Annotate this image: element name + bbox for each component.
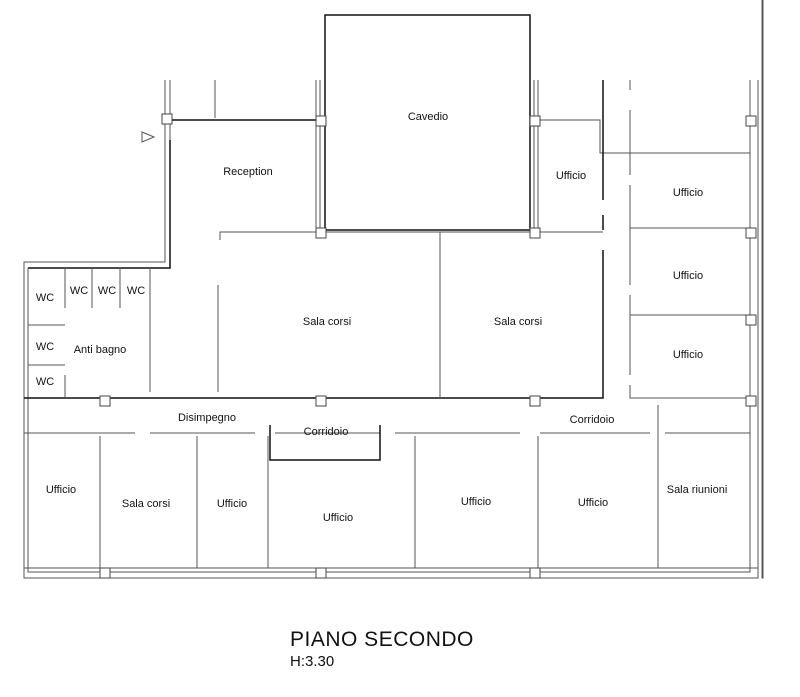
room-label-wc: WC xyxy=(126,285,146,297)
room-label-ufficio: Ufficio xyxy=(322,512,354,524)
room-label-anti-bagno: Anti bagno xyxy=(73,344,127,356)
entrance-arrow-icon xyxy=(141,131,156,143)
room-label-reception: Reception xyxy=(223,166,273,178)
room-label-wc: WC xyxy=(35,341,55,353)
room-label-wc: WC xyxy=(35,292,55,304)
room-label-ufficio: Ufficio xyxy=(45,484,77,496)
outer-walls xyxy=(23,0,764,579)
room-label-wc: WC xyxy=(69,285,89,297)
room-label-ufficio: Ufficio xyxy=(672,187,704,199)
room-label-ufficio: Ufficio xyxy=(216,498,248,510)
room-label-ufficio: Ufficio xyxy=(577,497,609,509)
room-label-corridoio: Corridoio xyxy=(569,414,615,426)
plan-height-label: H:3.30 xyxy=(290,653,335,670)
room-label-ufficio: Ufficio xyxy=(672,349,704,361)
room-label-wc: WC xyxy=(35,376,55,388)
room-label-ufficio: Ufficio xyxy=(460,496,492,508)
room-label-ufficio: Ufficio xyxy=(555,170,587,182)
columns xyxy=(99,113,757,579)
room-label-sala-riunioni: Sala riunioni xyxy=(666,484,728,496)
room-label-sala-corsi: Sala corsi xyxy=(302,316,352,328)
room-label-sala-corsi: Sala corsi xyxy=(121,498,171,510)
plan-title: PIANO SECONDO xyxy=(290,628,474,651)
room-label-disimpegno: Disimpegno xyxy=(177,412,237,424)
room-label-cavedio: Cavedio xyxy=(407,111,449,123)
room-label-sala-corsi: Sala corsi xyxy=(493,316,543,328)
room-label-wc: WC xyxy=(97,285,117,297)
interior-walls xyxy=(24,80,750,568)
room-label-ufficio: Ufficio xyxy=(672,270,704,282)
room-label-corridoio: Corridoio xyxy=(303,426,349,438)
